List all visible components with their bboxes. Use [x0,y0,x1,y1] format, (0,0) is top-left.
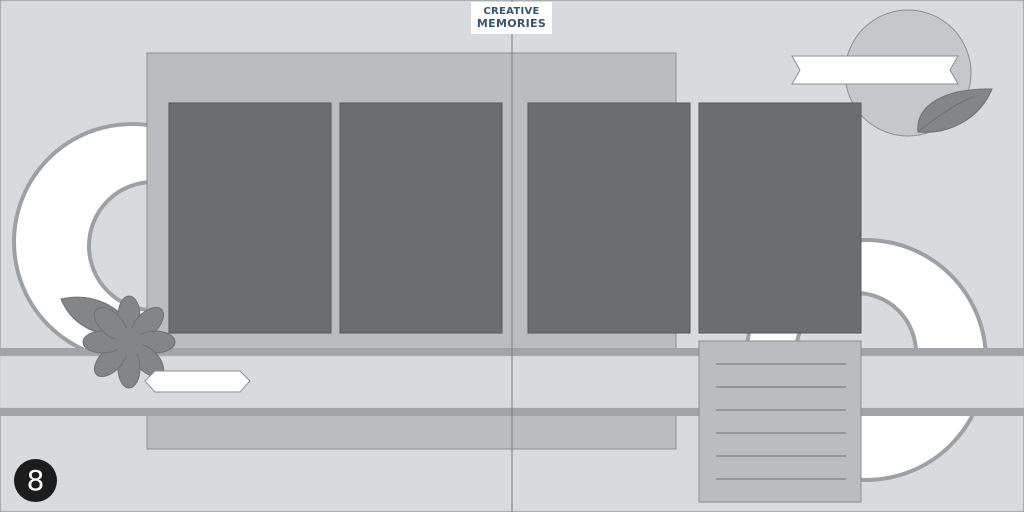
photo-4 [698,102,862,334]
journal-card [698,340,862,503]
flower-embellishment [82,295,176,389]
leaf-right [917,88,993,133]
title-banner-right [791,55,959,85]
layout-number-badge: 8 [14,459,57,502]
brand-line-1: CREATIVE [483,6,540,17]
brand-line-2: MEMORIES [476,17,547,30]
brand-logo: CREATIVE MEMORIES [471,2,552,34]
tag-left [144,370,251,393]
leaf-right-stem [917,95,976,133]
photo-2 [339,102,503,334]
photo-1 [168,102,332,334]
flower-center [115,328,143,356]
photo-3 [527,102,691,334]
layout-number: 8 [26,464,45,497]
journal-lines [716,363,846,480]
